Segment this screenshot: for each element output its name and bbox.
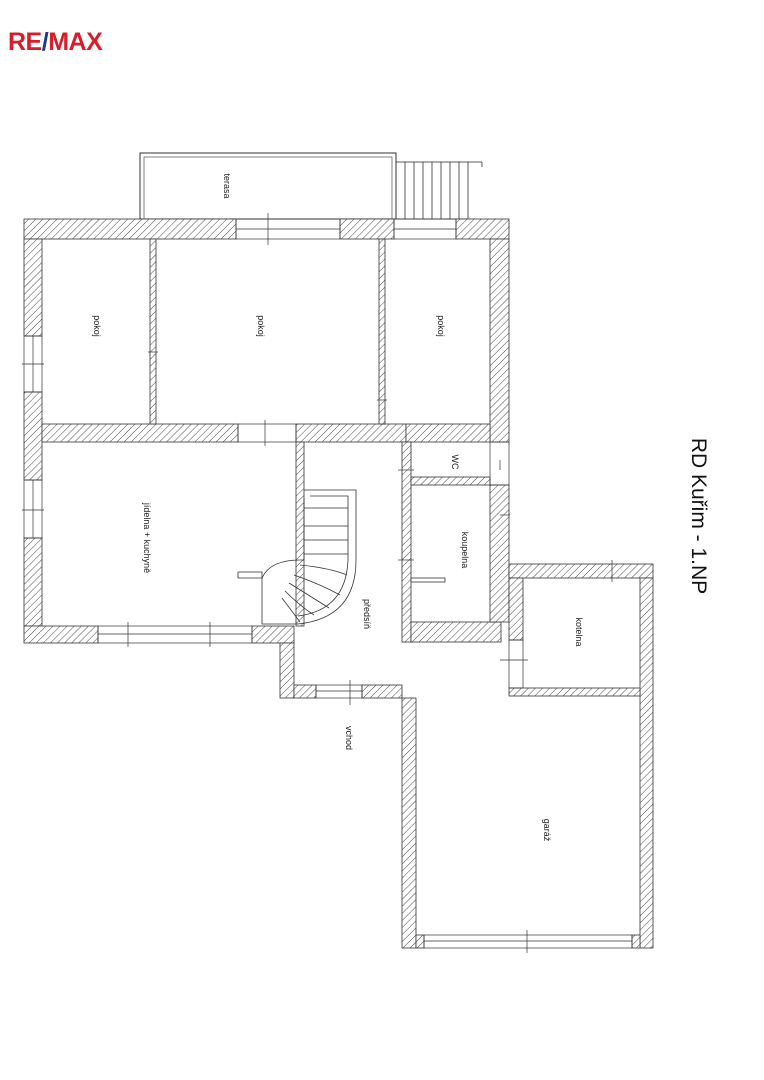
label-pokoj-left: pokoj	[92, 315, 102, 337]
spiral-staircase	[237, 489, 357, 625]
logo-slash: /	[41, 28, 49, 56]
label-pokoj-middle: pokoj	[256, 315, 266, 337]
label-terasa: terasa	[222, 173, 232, 198]
logo-part-max: MAX	[48, 28, 103, 56]
remax-logo: RE/MAX	[8, 28, 103, 56]
terrace	[139, 152, 397, 220]
walls	[23, 218, 654, 949]
label-garaz: garáž	[542, 819, 552, 842]
label-koupelna: koupelna	[460, 532, 470, 569]
label-pokoj-right: pokoj	[436, 315, 446, 337]
bathroom-partition	[410, 577, 446, 583]
label-vchod: vchod	[344, 726, 354, 750]
openings	[22, 213, 633, 953]
label-kotelna: kotelna	[574, 617, 584, 646]
exterior-stairs	[395, 161, 483, 220]
logo-part-re: RE	[8, 28, 42, 56]
room-labels: terasa pokoj pokoj pokoj jídelna + kuchy…	[92, 173, 584, 841]
label-predsin: předsíň	[362, 599, 372, 629]
label-wc: WC	[450, 455, 460, 470]
plan-title: RD Kuřim - 1.NP	[687, 438, 710, 594]
label-jidelna: jídelna + kuchyně	[142, 502, 152, 573]
